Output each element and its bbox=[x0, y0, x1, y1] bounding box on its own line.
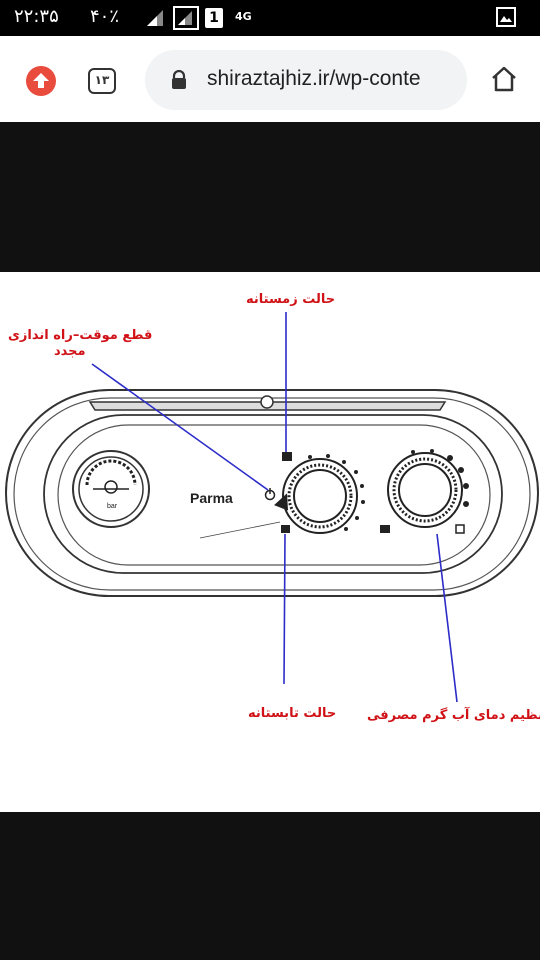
label-hot-water-temp: تنظیم دمای آب گرم مصرفی bbox=[367, 708, 540, 723]
lock-icon bbox=[172, 70, 186, 89]
label-reset-line2: مجدد bbox=[54, 344, 86, 359]
sim-slot-icon: 1 bbox=[205, 8, 223, 28]
gauge-unit-label: bar bbox=[107, 503, 118, 510]
network-type: 4G bbox=[235, 9, 252, 23]
signal-icon bbox=[147, 10, 163, 26]
image-notification-icon bbox=[496, 7, 516, 27]
label-winter-mode: حالت زمستانه bbox=[246, 292, 336, 307]
brand-label: Parma bbox=[190, 490, 233, 506]
url-text: shiraztajhiz.ir/wp-conte bbox=[207, 67, 421, 90]
status-time: ۲۲:۳۵ bbox=[14, 6, 59, 27]
battery-percent: ۴۰٪ bbox=[90, 6, 120, 27]
label-reset: قطع موقت–راه اندازی bbox=[8, 328, 153, 343]
update-button[interactable] bbox=[26, 66, 56, 96]
status-bar: ۲۲:۳۵ ۴۰٪ 1 4G bbox=[0, 0, 540, 36]
image-letterbox-bottom bbox=[0, 812, 540, 960]
status-icons: 1 4G bbox=[145, 6, 252, 30]
address-bar[interactable]: shiraztajhiz.ir/wp-conte bbox=[145, 50, 467, 110]
boiler-panel-image: Parma bar حالت زمستانه قطع موقت–راه اندا… bbox=[0, 272, 540, 812]
arrow-up-icon bbox=[33, 73, 49, 88]
browser-toolbar: ۱۳ shiraztajhiz.ir/wp-conte bbox=[0, 36, 540, 122]
tab-switcher-button[interactable]: ۱۳ bbox=[88, 68, 116, 94]
boiler-panel-drawing bbox=[5, 312, 539, 703]
label-summer-mode: حالت تابستانه bbox=[248, 706, 337, 721]
signal-box-icon bbox=[173, 6, 199, 30]
home-icon[interactable] bbox=[490, 66, 518, 92]
image-letterbox-top bbox=[0, 122, 540, 272]
